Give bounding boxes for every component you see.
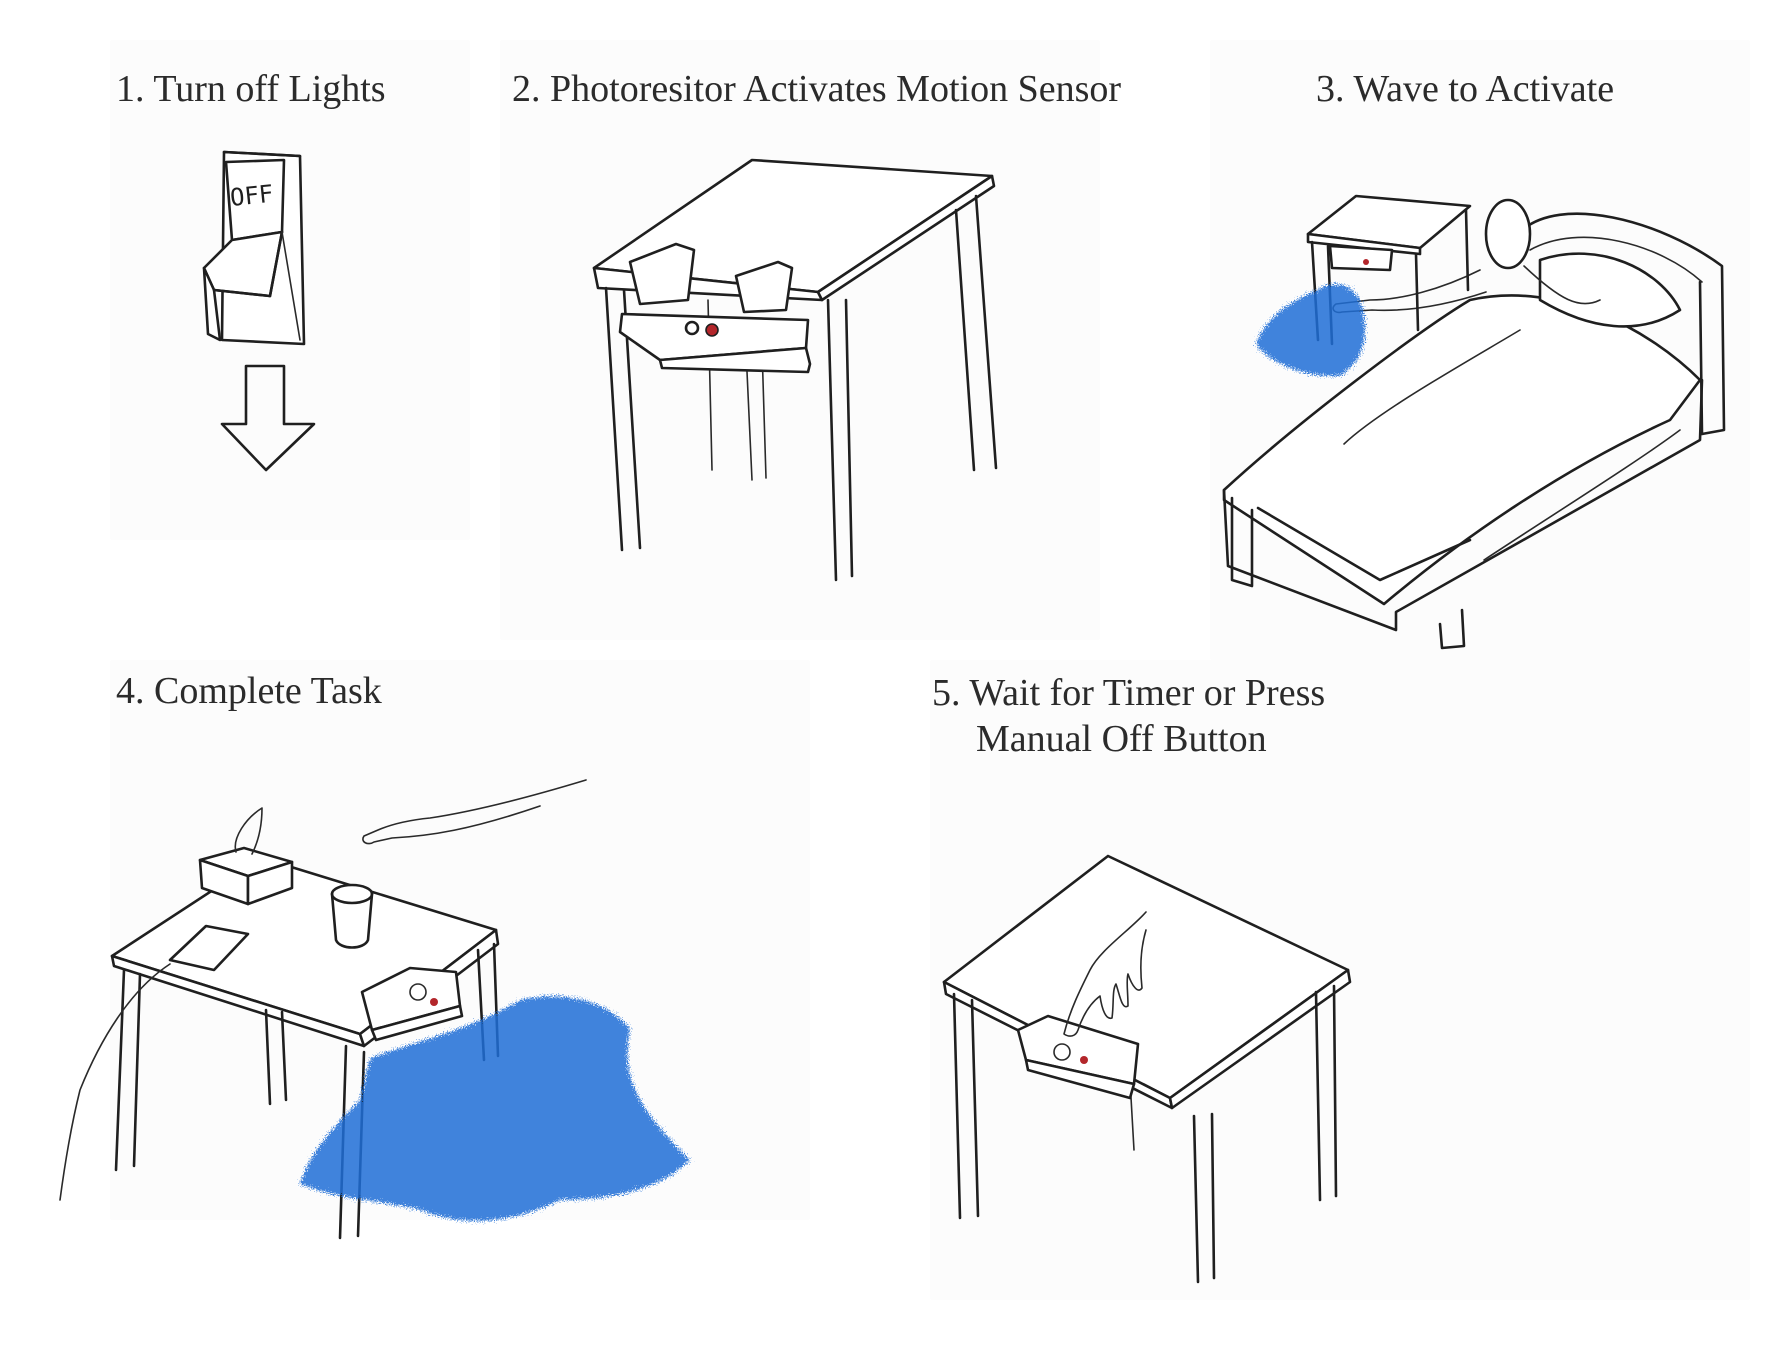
down-arrow-icon <box>222 366 314 470</box>
table-5 <box>944 856 1350 1282</box>
light-switch-icon: OFF <box>204 152 304 344</box>
tissue-box-icon <box>200 808 292 904</box>
light-glow-3 <box>1256 284 1365 376</box>
indicator-light <box>706 324 718 336</box>
reaching-arm-4 <box>363 780 586 844</box>
switch-off-label: OFF <box>229 180 275 212</box>
bed-icon <box>1224 214 1724 648</box>
